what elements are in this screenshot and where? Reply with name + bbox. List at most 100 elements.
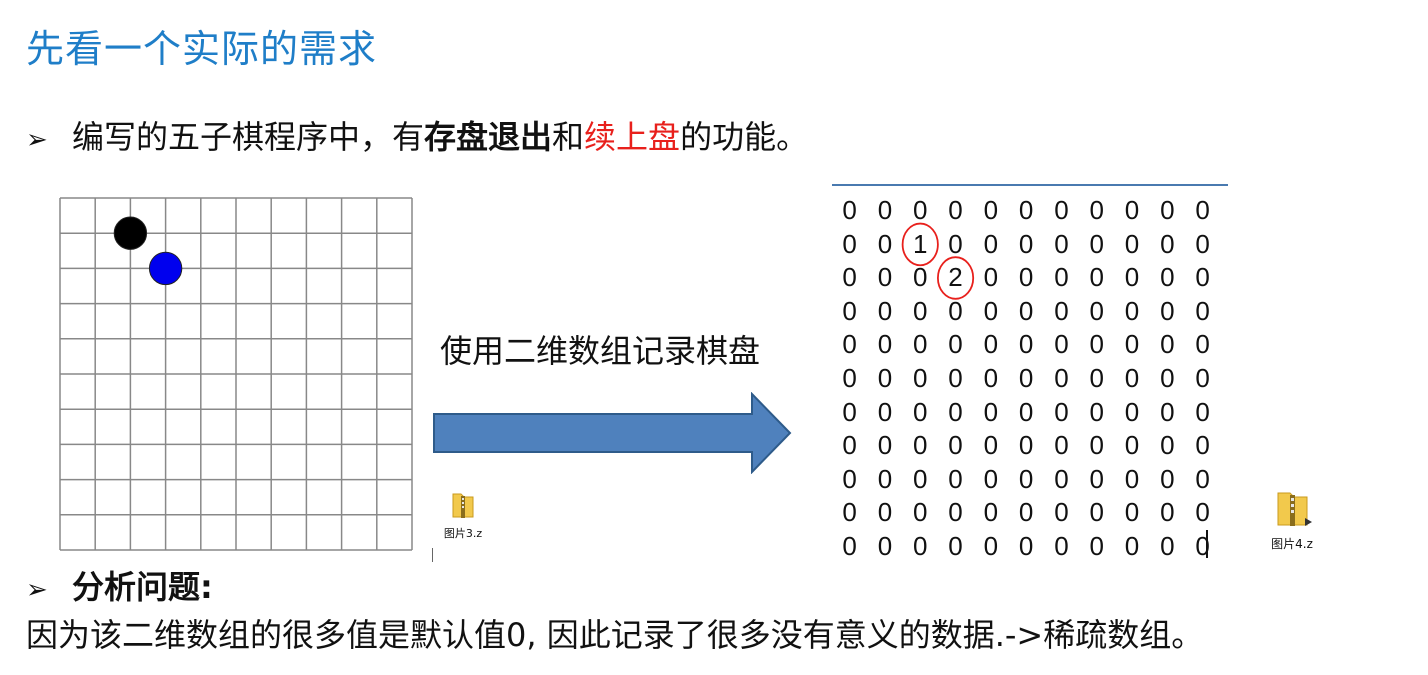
matrix-cell: 0 (1089, 530, 1104, 561)
matrix-cell: 0 (1054, 195, 1069, 225)
matrix-cell: 0 (1160, 463, 1175, 494)
matrix-cell: 0 (1160, 430, 1175, 461)
matrix-cell: 0 (877, 362, 893, 393)
matrix-cell: 0 (983, 329, 999, 360)
matrix-cell: 0 (1195, 228, 1210, 259)
matrix-cell: 0 (948, 362, 963, 393)
matrix-cell: 0 (948, 430, 963, 461)
matrix-cell: 0 (1018, 463, 1034, 494)
matrix-cell: 0 (842, 262, 857, 293)
matrix-cell: 0 (877, 463, 893, 494)
matrix-cell: 0 (913, 530, 928, 561)
matrix-cell: 2 (948, 262, 963, 293)
matrix-cell: 0 (1054, 430, 1069, 461)
zip-folder-icon (452, 493, 474, 518)
analysis-heading: 分析问题: (72, 568, 213, 606)
matrix-cell: 0 (1124, 530, 1140, 561)
matrix-cell: 0 (877, 195, 893, 225)
matrix-cell: 0 (1018, 362, 1034, 393)
matrix-cell: 0 (913, 195, 928, 225)
matrix-cell: 0 (1160, 329, 1175, 360)
analysis-text: 因为该二维数组的很多值是默认值0, 因此记录了很多没有意义的数据.->稀疏数组。 (26, 616, 1204, 654)
matrix-cell: 0 (913, 463, 928, 494)
matrix-cell: 0 (1195, 430, 1210, 461)
matrix-cell: 0 (983, 228, 999, 259)
right-arrow-icon (432, 391, 794, 478)
matrix-cell: 0 (1160, 362, 1175, 393)
matrix-cell: 0 (948, 228, 963, 259)
file-attachment-2[interactable]: 图片4.z (1262, 488, 1322, 552)
matrix-cell: 0 (1089, 396, 1104, 427)
matrix-cell: 0 (1054, 329, 1069, 360)
divider-tick (432, 548, 433, 562)
matrix-cell: 0 (877, 329, 893, 360)
matrix-cell: 0 (1160, 195, 1175, 225)
file-name: 图片3.z (443, 527, 483, 540)
matrix-cell: 0 (1054, 228, 1069, 259)
matrix-cell: 0 (1195, 463, 1210, 494)
matrix-cell: 0 (948, 329, 963, 360)
matrix-cell: 0 (983, 295, 999, 326)
matrix-cell: 0 (1160, 262, 1175, 293)
matrix-cell: 0 (1124, 497, 1140, 528)
right-arrow-shape (433, 391, 792, 475)
matrix-cell: 0 (1124, 228, 1140, 259)
matrix-cell: 0 (1124, 396, 1140, 427)
bullet-requirement: ➢编写的五子棋程序中，有存盘退出和续上盘的功能。 (26, 112, 808, 158)
gomoku-board (58, 196, 414, 556)
matrix-cell: 0 (877, 228, 893, 259)
matrix-cell: 0 (842, 530, 857, 561)
matrix-cell: 0 (1018, 329, 1034, 360)
matrix-cell: 0 (877, 295, 893, 326)
matrix-cell: 0 (913, 362, 928, 393)
matrix-cell: 0 (1089, 362, 1104, 393)
matrix-cell: 0 (1195, 530, 1210, 561)
matrix-cell: 0 (842, 329, 857, 360)
matrix-cell: 0 (1089, 295, 1104, 326)
matrix-cell: 0 (913, 329, 928, 360)
matrix-cell: 0 (1018, 396, 1034, 427)
matrix-cell: 0 (1089, 329, 1104, 360)
matrix-cell: 0 (1124, 329, 1140, 360)
matrix-cell: 0 (1089, 430, 1104, 461)
matrix-cell: 0 (1124, 430, 1140, 461)
matrix-cell: 0 (1018, 530, 1034, 561)
matrix-cell: 0 (1018, 497, 1034, 528)
matrix-cell: 0 (913, 497, 928, 528)
matrix-cell: 0 (1195, 396, 1210, 427)
matrix-cell: 0 (1054, 396, 1069, 427)
matrix-cell: 0 (948, 396, 963, 427)
matrix-cell: 0 (1124, 195, 1140, 225)
matrix-cell: 0 (913, 430, 928, 461)
matrix-cell: 0 (1089, 463, 1104, 494)
matrix-cell: 0 (1160, 530, 1175, 561)
matrix-cell: 0 (983, 262, 999, 293)
matrix-cell: 0 (983, 430, 999, 461)
matrix-cell: 0 (842, 396, 857, 427)
gomoku-board-grid (59, 197, 413, 551)
matrix-cell: 0 (842, 497, 857, 528)
matrix-cell: 0 (983, 396, 999, 427)
matrix-cell: 0 (983, 195, 999, 225)
matrix-cell: 0 (1054, 530, 1069, 561)
file-attachment-1[interactable]: 图片3.z (442, 490, 484, 541)
matrix-cell: 0 (1124, 463, 1140, 494)
arrow-label: 使用二维数组记录棋盘 (440, 332, 761, 370)
matrix-top-border (832, 184, 1228, 186)
matrix-cell: 0 (842, 362, 857, 393)
matrix-cell: 0 (842, 430, 857, 461)
requirement-resume: 续上盘 (584, 118, 681, 156)
matrix-cell: 0 (1018, 195, 1034, 225)
matrix-cell: 0 (877, 262, 893, 293)
matrix-cell: 0 (1089, 195, 1104, 225)
matrix-cell: 0 (1089, 228, 1104, 259)
matrix-cell: 0 (1195, 329, 1210, 360)
file-name: 图片4.z (1271, 537, 1313, 551)
